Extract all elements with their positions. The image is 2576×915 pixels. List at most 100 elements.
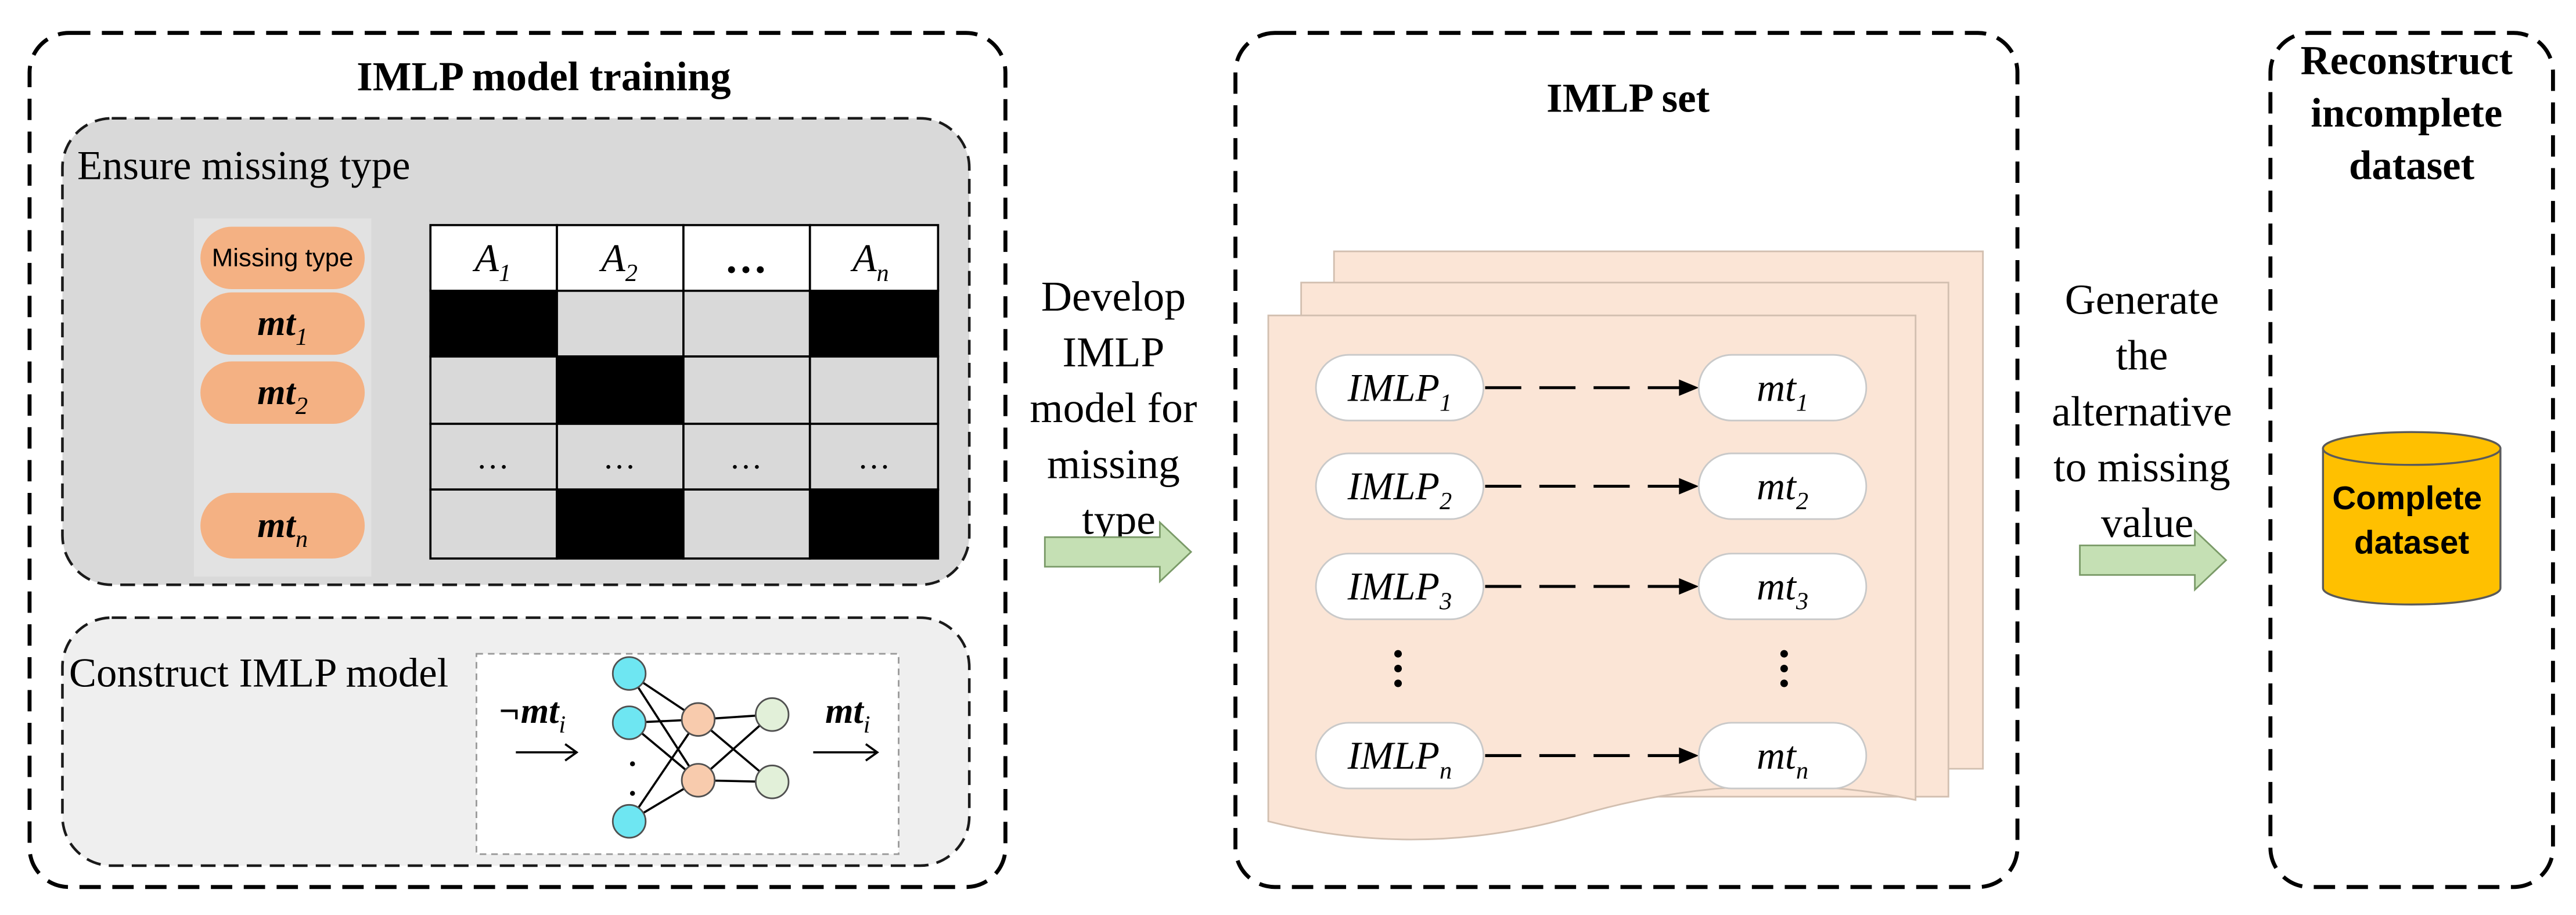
title-line: incomplete: [2311, 91, 2502, 136]
table-cell: [808, 355, 940, 425]
input-neuron: [611, 656, 647, 691]
right-arrow-icon: [2079, 528, 2228, 592]
label-sub: 3: [1796, 588, 1808, 615]
model-mapping-row: IMLP2 mt2: [1315, 452, 1868, 520]
hidden-neuron: [681, 763, 716, 798]
table-cell: [682, 488, 811, 560]
network-connection: [628, 719, 699, 822]
table-cell: [556, 423, 685, 491]
ellipsis-dot: [1780, 679, 1788, 687]
label-sub: 1: [499, 260, 511, 287]
pill-shape: [200, 226, 365, 290]
missing-type-header-pill: Missing type: [200, 226, 365, 290]
table-cell: [429, 355, 558, 425]
pill-shape: [200, 492, 365, 559]
label-base: mt: [1757, 565, 1797, 608]
arrow-head-icon: [1679, 379, 1699, 396]
network-frame: [476, 653, 900, 855]
ensure-missing-type-box: Ensure missing type Missing type mt1 mt2…: [61, 117, 971, 586]
ellipsis-dot: [1780, 665, 1788, 673]
table-cell-text: …: [858, 440, 891, 475]
database-cylinder-icon: Complete dataset: [2322, 431, 2502, 606]
ellipsis-dot: [629, 761, 635, 766]
arrow-head-icon: [1679, 578, 1699, 595]
label-line: to missing: [2053, 443, 2230, 491]
label-line: value: [2101, 499, 2193, 546]
arrow-head-icon: [1679, 747, 1699, 764]
label-line: missing: [1047, 440, 1180, 487]
right-arrow-icon: [1044, 520, 1193, 583]
model-mapping-row: IMLP1 mt1: [1315, 354, 1868, 422]
pill-label: Missing type: [212, 243, 354, 272]
develop-step-label: Develop IMLP model for missing type: [1030, 272, 1207, 543]
model-pill: [1315, 722, 1485, 790]
table-cell-text: …: [603, 440, 636, 475]
ellipsis-dot: [1394, 650, 1402, 658]
table-header-label: A1: [472, 236, 511, 287]
pill-label: mtn: [257, 506, 308, 553]
model-label: IMLP1: [1347, 366, 1452, 416]
label-line: Generate: [2065, 275, 2219, 323]
label-sub: n: [1796, 757, 1808, 784]
title-line: Reconstruct: [2301, 38, 2513, 83]
arrow-head: [865, 743, 879, 762]
table-cell: [556, 488, 685, 560]
ellipsis-dot: [1780, 650, 1788, 658]
reconstruct-panel-title: Reconstruct incomplete dataset: [2301, 38, 2523, 188]
input-neuron: [611, 705, 647, 740]
label-line: the: [2116, 332, 2168, 379]
training-panel-title: IMLP model training: [357, 55, 731, 100]
generate-step: Generate the alternative to missing valu…: [2052, 275, 2243, 592]
table-cell: [556, 355, 685, 425]
table-header-cell: [808, 224, 940, 292]
label-base: A: [472, 236, 499, 280]
network-output-label: mti: [825, 691, 870, 739]
ellipsis-dot: [629, 791, 635, 796]
model-mapping-row: IMLP3 mt3: [1315, 553, 1868, 621]
label-base: A: [599, 236, 625, 280]
table-cell: [808, 290, 940, 358]
develop-step: Develop IMLP model for missing type: [1030, 272, 1207, 583]
type-pill: [1697, 722, 1868, 790]
table-cell: [429, 488, 558, 560]
cylinder-top: [2322, 431, 2502, 466]
label-sub: 1: [296, 323, 308, 351]
type-label: mtn: [1757, 734, 1808, 784]
table-cell: [556, 290, 685, 358]
imlp-set-title: IMLP set: [1546, 75, 1710, 121]
pill-label: mt2: [257, 373, 308, 420]
table-cell: [682, 290, 811, 358]
table-header-label: …: [725, 235, 768, 282]
label-sub: 3: [1439, 588, 1452, 615]
model-label: IMLP3: [1347, 565, 1452, 615]
label-base: mt: [257, 304, 296, 343]
type-label: mt1: [1757, 366, 1808, 416]
output-neuron: [754, 765, 790, 799]
label-sub: 2: [1796, 488, 1808, 515]
model-label: IMLP2: [1347, 464, 1452, 515]
table-cell: [808, 488, 940, 560]
training-panel: IMLP model training Ensure missing type …: [27, 31, 1008, 889]
missing-pattern-table: A1 A2 … An … … …: [429, 224, 940, 560]
neural-network-figure: ¬mt i mti: [476, 653, 900, 855]
network-connection: [628, 673, 699, 781]
input-arrow-icon: [516, 743, 579, 762]
type-label: mt2: [1757, 464, 1808, 515]
label-sub: i: [864, 711, 870, 739]
label-base: mt: [1757, 734, 1797, 777]
table-header-label: A2: [599, 236, 638, 287]
label-base: ¬mt: [499, 691, 560, 731]
ellipsis-dot: [1394, 679, 1402, 687]
arrow-head: [564, 743, 579, 762]
cylinder-body: [2322, 447, 2502, 606]
model-pill: [1315, 553, 1485, 621]
model-pill: [1315, 354, 1485, 422]
label-base: mt: [1757, 464, 1797, 508]
pill-shape: [200, 292, 365, 355]
missing-type-pill-2: mt2: [200, 361, 365, 424]
label-base: mt: [825, 691, 864, 731]
label-base: IMLP: [1347, 565, 1440, 608]
imlp-set-panel: IMLP set IMLP1 mt1 IMLP2 mt2 IML: [1233, 31, 2020, 889]
generate-step-label: Generate the alternative to missing valu…: [2052, 275, 2243, 546]
label-line: Develop: [1041, 272, 1186, 320]
